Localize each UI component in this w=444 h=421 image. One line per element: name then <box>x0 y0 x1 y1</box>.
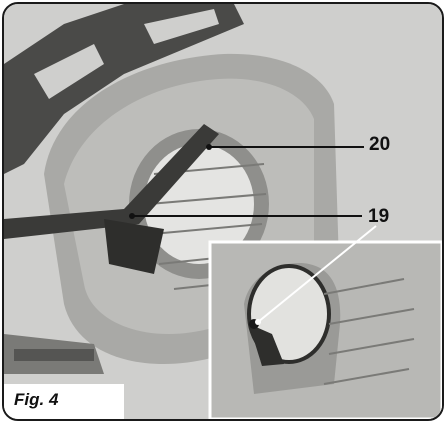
callout-20: 20 <box>369 134 391 155</box>
saw-handle-frame <box>4 4 244 174</box>
base-clamp <box>14 349 94 361</box>
handle-opening-2 <box>144 9 219 44</box>
inset-lever <box>249 324 284 366</box>
inset-mesh <box>323 278 415 385</box>
callout-19: 19 <box>368 206 390 227</box>
miter-saw-photo <box>4 4 442 419</box>
leader-dot-19 <box>129 213 135 219</box>
leader-dot-19-inset <box>255 319 261 325</box>
figure-caption: Fig. 4 <box>14 390 59 409</box>
blade-arm <box>4 124 219 239</box>
caption-background <box>4 384 124 419</box>
arm-bracket <box>104 219 164 274</box>
handle-opening <box>34 44 104 99</box>
leader-dot-20 <box>206 144 212 150</box>
leader-line-19-inset <box>257 225 377 323</box>
